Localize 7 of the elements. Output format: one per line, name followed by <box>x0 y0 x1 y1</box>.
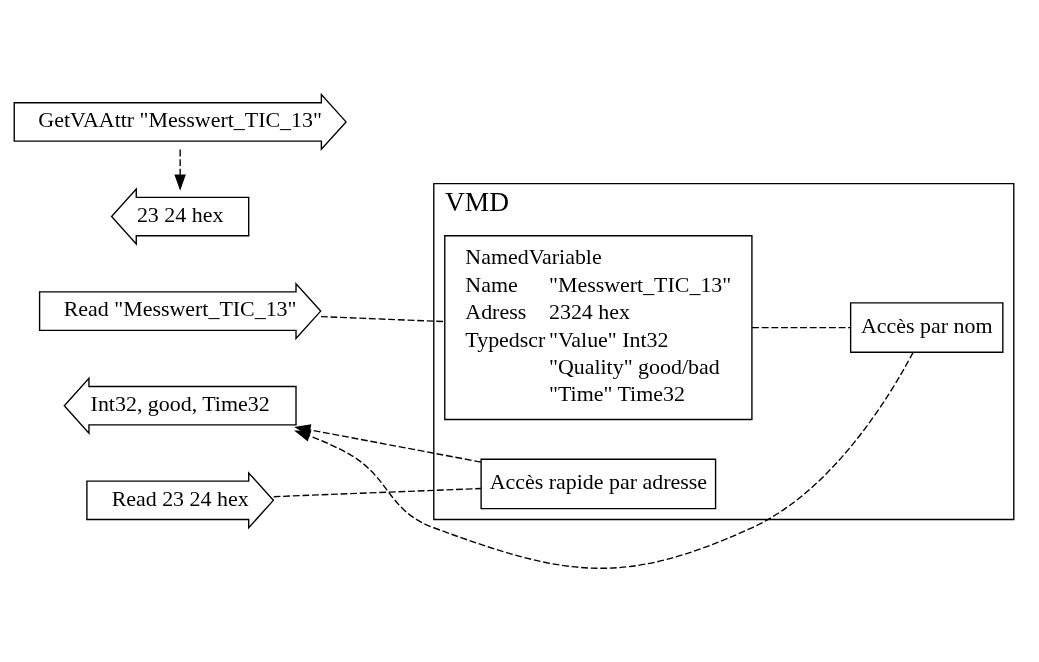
node-box: Accès rapide par adresse <box>480 458 717 509</box>
connector <box>320 315 446 322</box>
connector <box>273 487 482 497</box>
arrow <box>174 148 186 191</box>
connector <box>751 326 852 328</box>
node-box: NamedVariable Name "Messwert_TIC_13" Adress 2324 hex Typedscr"Value" Int32 "Quality" good/bad "Time" Time32 <box>444 234 753 420</box>
node-box: Accès par nom <box>849 301 1004 353</box>
